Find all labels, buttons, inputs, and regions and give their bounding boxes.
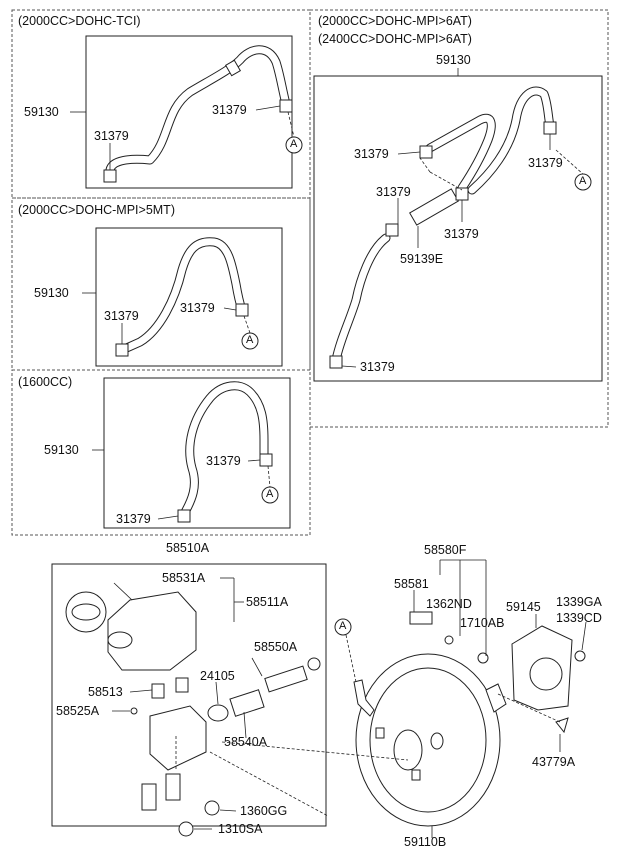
seal-kit-label: 58550A (254, 640, 298, 654)
mpi5mt-clamp-upper-icon (235, 303, 249, 317)
mpi5mt-clamp-lower-icon (115, 343, 129, 357)
mpi5mt-clamp-b-label: 31379 (180, 301, 215, 315)
reservoir-cap-label: 58531A (162, 571, 206, 585)
booster-bracket-icon (485, 683, 507, 713)
screw-icon (130, 707, 138, 715)
nut-1362nd-icon (444, 635, 454, 645)
clip-icon (555, 717, 569, 734)
piston-kit-label: 58540A (224, 735, 268, 749)
tci-clamp-a-label: 31379 (94, 129, 129, 143)
master-cylinder-body-icon (149, 705, 207, 771)
tci-ref-label: A (290, 138, 298, 150)
gasket-label: 59145 (506, 600, 541, 614)
booster-assembly-label: 59110B (404, 835, 447, 849)
nut-label: 1360GG (240, 804, 288, 818)
mpi6at-clamp-3-label: 31379 (376, 185, 411, 199)
nut-1339-icon (574, 650, 586, 662)
tci-clamp-upper-icon (279, 99, 293, 113)
screw-label: 58525A (56, 704, 100, 718)
cylinder-port-icon (165, 773, 181, 801)
brake-booster-illustration (353, 611, 586, 827)
booster-ref-label: A (339, 620, 347, 632)
washer-label: 1310SA (218, 822, 263, 836)
section-mpi6at-box (309, 9, 609, 428)
tci-hose-mark-icon (224, 59, 242, 77)
mpi6at-clamp-3-icon (419, 145, 433, 159)
mpi6at-clamp-2-label: 31379 (528, 156, 563, 170)
mpi6at-variant-1-label: (2000CC>DOHC-MPI>6AT) (318, 14, 472, 28)
mpi6at-valve-label: 59139E (400, 252, 444, 266)
1600cc-hose-label: 59130 (44, 443, 79, 457)
mpi6at-clamp-4-label: 31379 (444, 227, 479, 241)
mpi5mt-ref-label: A (246, 334, 254, 346)
mpi5mt-vacuum-hose (117, 237, 247, 355)
ref-a-circle-icon (334, 618, 352, 636)
1600cc-vacuum-hose (179, 381, 269, 519)
piston-kit-icon (229, 689, 265, 717)
mpi6at-clamp-1-icon (329, 355, 343, 369)
booster-kit-label: 58580F (424, 543, 467, 557)
nut-1339cd-label: 1339CD (556, 611, 602, 625)
reservoir-label: 58511A (246, 595, 289, 609)
mpi6at-clamp-5-label: 31379 (360, 360, 395, 374)
1600cc-ref-label: A (266, 488, 274, 500)
o-ring-label: 24105 (200, 669, 235, 683)
cylinder-port-icon (141, 783, 157, 811)
grommet-label: 58513 (88, 685, 123, 699)
seal-kit-icon (264, 665, 308, 693)
1600cc-detail-box (103, 377, 291, 529)
tci-vacuum-hose (105, 45, 291, 183)
mpi6at-ref-label: A (579, 175, 587, 187)
section-mpi5mt-box (11, 197, 311, 371)
tci-variant-label: (2000CC>DOHC-TCI) (18, 14, 141, 28)
mpi6at-clamp-5-icon (543, 121, 557, 135)
section-1600cc-box (11, 369, 311, 536)
clip-label: 43779A (532, 755, 576, 769)
mpi5mt-clamp-a-label: 31379 (104, 309, 139, 323)
pin-1710ab-icon (477, 652, 489, 664)
mpi6at-variant-2-label: (2400CC>DOHC-MPI>6AT) (318, 32, 472, 46)
1600cc-clamp-b-label: 31379 (206, 454, 241, 468)
o-ring-icon (207, 704, 229, 722)
mpi5mt-detail-box (95, 227, 283, 367)
grommet-icon (175, 677, 189, 693)
mpi6at-clamp-2-icon (385, 223, 399, 237)
tci-clamp-b-label: 31379 (212, 103, 247, 117)
mpi5mt-hose-label: 59130 (34, 286, 69, 300)
nut-1339ga-label: 1339GA (556, 595, 602, 609)
check-valve-icon (409, 188, 459, 226)
clevis-pin-label: 58581 (394, 577, 429, 591)
clevis-pin-icon (409, 611, 433, 625)
pin-1710ab-label: 1710AB (460, 616, 505, 630)
mpi5mt-variant-label: (2000CC>DOHC-MPI>5MT) (18, 203, 175, 217)
washer-icon (178, 821, 194, 837)
1600cc-clamp-lower-icon (177, 509, 191, 523)
nut-1362nd-label: 1362ND (426, 597, 472, 611)
1600cc-variant-label: (1600CC) (18, 375, 73, 389)
tci-hose-label: 59130 (24, 105, 59, 119)
mpi6at-vacuum-hose (331, 86, 555, 365)
master-cylinder-assembly-label: 58510A (166, 541, 210, 555)
1600cc-clamp-a-label: 31379 (116, 512, 151, 526)
nut-icon (204, 800, 220, 816)
1600cc-clamp-upper-icon (259, 453, 273, 467)
ref-a-circle-icon (241, 332, 259, 350)
section-tci-box (11, 9, 311, 199)
mpi6at-hose-label: 59130 (436, 53, 471, 67)
mpi6at-clamp-1-label: 31379 (354, 147, 389, 161)
grommet-icon (151, 683, 165, 699)
reservoir-tank-icon (107, 591, 197, 671)
master-cylinder-illustration (65, 591, 321, 837)
tci-clamp-lower-icon (103, 169, 117, 183)
check-valve-port-icon (353, 679, 375, 717)
